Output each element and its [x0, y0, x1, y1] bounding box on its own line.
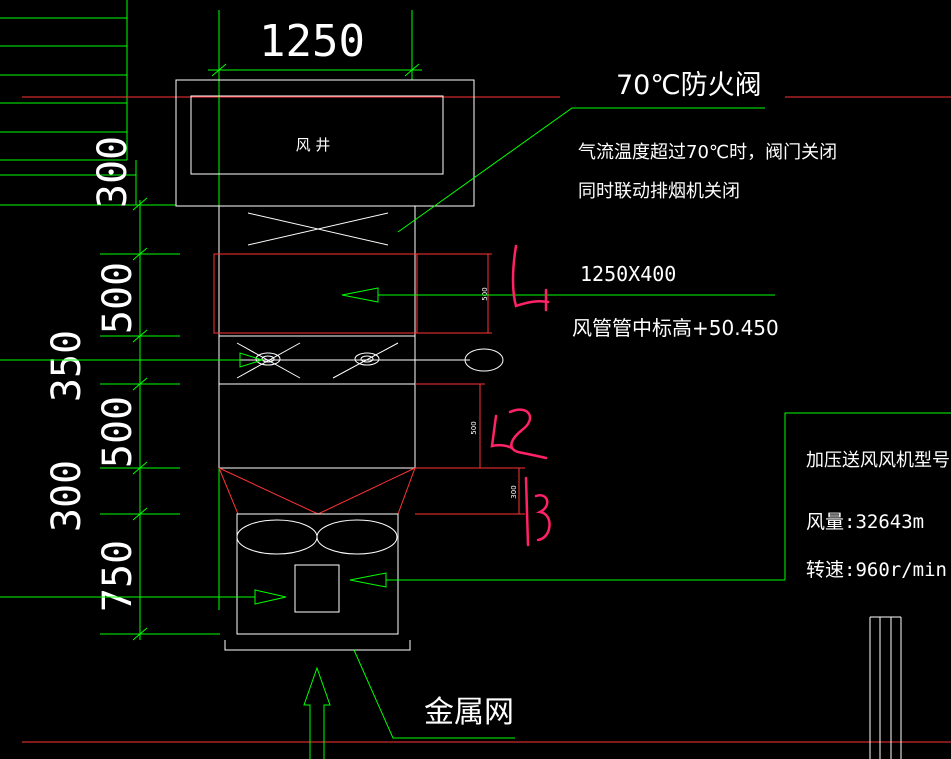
damper-note-line2: 同时联动排烟机关闭	[578, 181, 740, 202]
damper-note-line1: 气流温度超过70℃时，阀门关闭	[578, 142, 837, 163]
small-dim-500-a: 500	[481, 287, 489, 300]
dim-350: 350	[44, 330, 90, 402]
duct-size-label: 1250X400	[580, 262, 676, 286]
handwriting-l3	[524, 476, 551, 547]
fire-damper-x	[247, 212, 389, 246]
dim-1250: 1250	[259, 16, 365, 67]
dim-500-a: 500	[95, 262, 141, 334]
dim-300-top: 300	[90, 136, 136, 208]
fan-unit	[224, 513, 411, 651]
duct-elevation-label: 风管管中标高+50.450	[572, 316, 779, 340]
handwriting-labels: L1 L2 L3	[0, 0, 2, 1]
dim-300-bottom: 300	[44, 460, 90, 532]
shaft-label: 风 井	[296, 136, 331, 154]
left-dimension-chain	[100, 197, 220, 641]
fire-damper-label: 70℃防火阀	[616, 70, 762, 101]
small-dim-500-b: 500	[470, 421, 478, 434]
dim-500-b: 500	[95, 396, 141, 468]
leaders-and-arrows	[0, 107, 951, 759]
handwriting-l1	[511, 244, 550, 312]
damper-blades	[236, 342, 504, 379]
left-dimension-texts: 300 500 350 500 300 750	[44, 136, 141, 612]
fan-model-label: 加压送风风机型号:	[806, 450, 951, 471]
air-shaft	[175, 79, 475, 207]
small-dim-300: 300	[510, 485, 518, 498]
level-lines	[22, 96, 951, 743]
handwriting-l2	[490, 408, 548, 460]
dim-750: 750	[95, 540, 141, 612]
right-post	[869, 616, 902, 759]
duct-section-red	[213, 253, 525, 515]
metal-mesh-label: 金属网	[424, 695, 514, 730]
fan-airflow-label: 风量:32643m	[806, 511, 924, 533]
stair-lines	[0, 0, 176, 206]
fan-speed-label: 转速:960r/min	[806, 559, 947, 581]
duct-body	[218, 206, 470, 469]
top-dimension	[208, 10, 422, 610]
